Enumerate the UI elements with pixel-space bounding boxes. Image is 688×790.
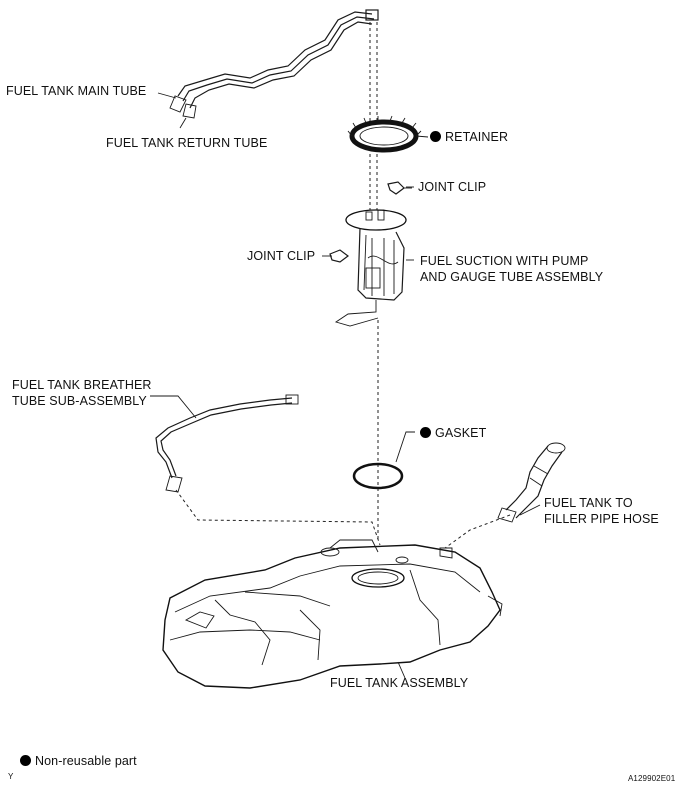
gasket-ring <box>352 462 404 490</box>
label-filler-line1: FUEL TANK TO <box>544 496 633 510</box>
joint-clip-left <box>329 249 349 263</box>
label-fuel-tank-main-tube: FUEL TANK MAIN TUBE <box>6 84 147 98</box>
label-retainer: RETAINER <box>430 130 508 145</box>
label-fuel-suction-line2: AND GAUGE TUBE ASSEMBLY <box>420 270 604 284</box>
leader-lines <box>150 92 541 679</box>
gasket-text: GASKET <box>435 426 487 440</box>
label-fuel-tank-assembly: FUEL TANK ASSEMBLY <box>330 676 469 690</box>
filler-pipe-hose <box>497 442 566 523</box>
alignment-dashes <box>175 22 511 549</box>
label-gasket: GASKET <box>420 426 486 441</box>
label-filler-line2: FILLER PIPE HOSE <box>544 512 659 526</box>
fuel-tank-breather-tube <box>155 394 299 493</box>
corner-mark: Y <box>8 772 14 781</box>
joint-clip-upper <box>387 181 412 195</box>
legend-non-reusable: Non-reusable part <box>20 754 137 769</box>
fuel-tank-return-tube <box>169 21 373 119</box>
fuel-tank <box>162 539 503 689</box>
label-breather-line1: FUEL TANK BREATHER <box>12 378 152 392</box>
retainer-ring <box>347 115 422 153</box>
non-reusable-marker-icon <box>430 131 441 142</box>
legend-text: Non-reusable part <box>35 754 137 768</box>
label-joint-clip-left: JOINT CLIP <box>247 249 316 263</box>
label-fuel-suction-line1: FUEL SUCTION WITH PUMP <box>420 254 589 268</box>
non-reusable-marker-icon <box>420 427 431 438</box>
fuel-suction-pump-assembly <box>334 209 407 327</box>
retainer-text: RETAINER <box>445 130 509 144</box>
label-breather-line2: TUBE SUB-ASSEMBLY <box>12 394 147 408</box>
fuel-tank-main-tube <box>177 9 379 102</box>
label-fuel-tank-return-tube: FUEL TANK RETURN TUBE <box>106 136 268 150</box>
reference-code: A129902E01 <box>628 774 676 783</box>
label-joint-clip-upper: JOINT CLIP <box>418 180 487 194</box>
filled-circle-icon <box>20 755 31 766</box>
